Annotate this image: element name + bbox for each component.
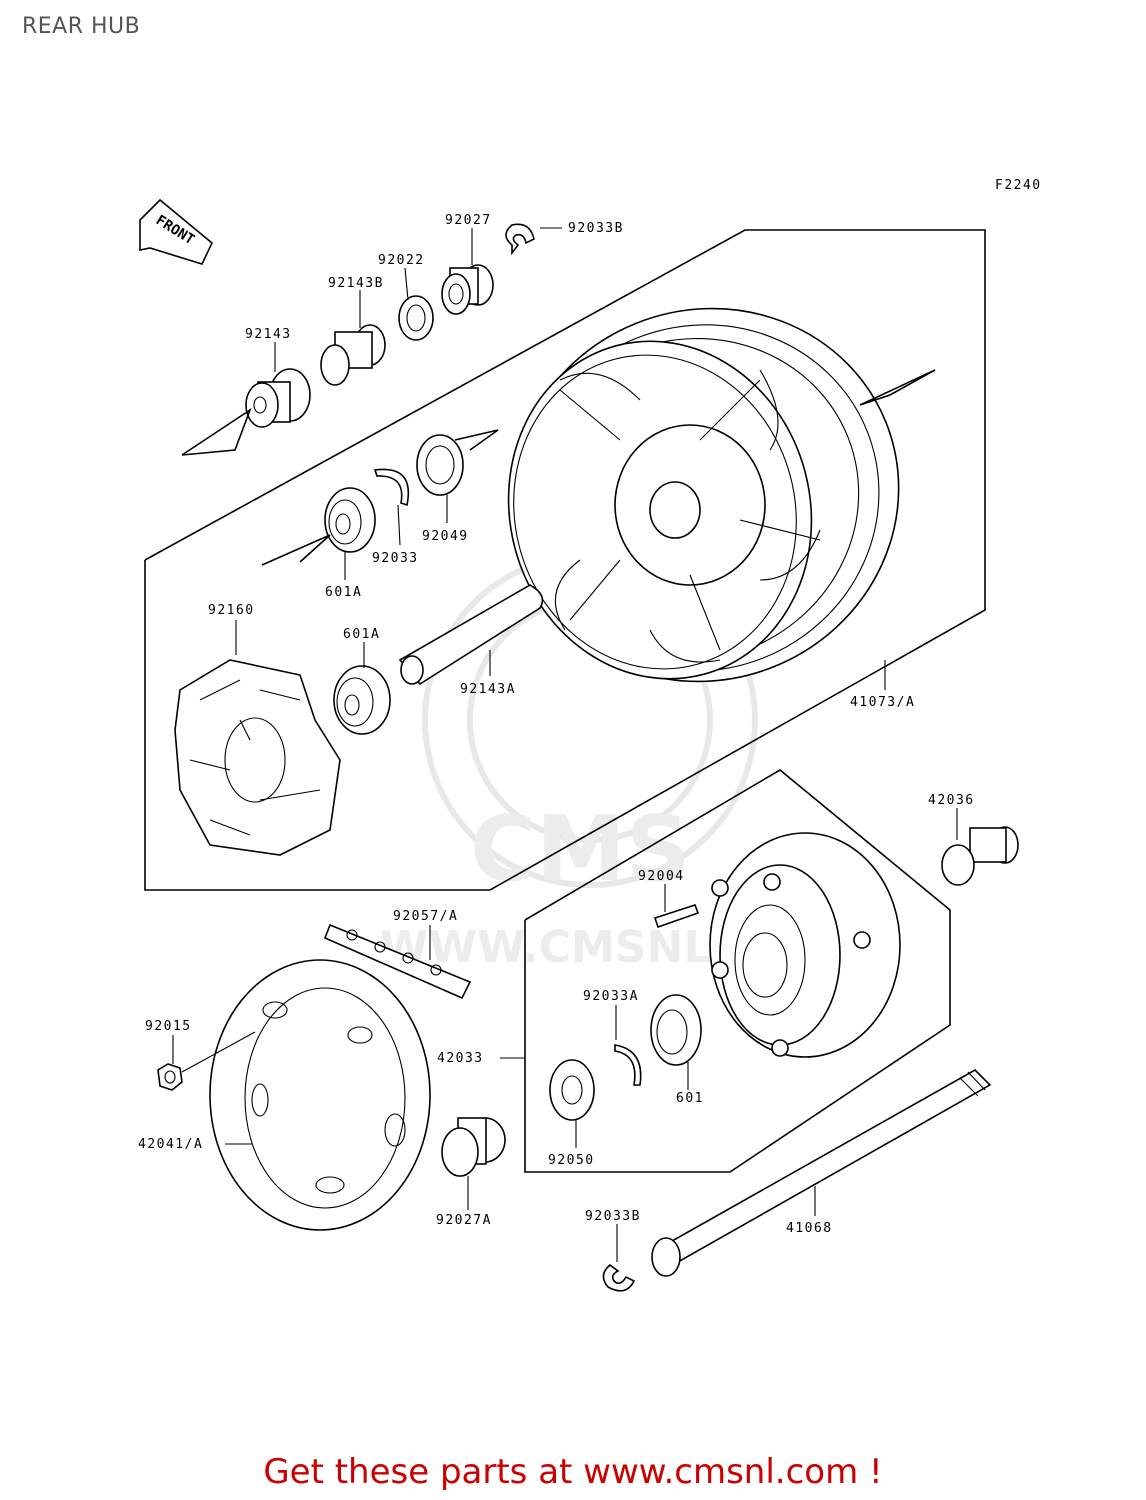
sprocket-42041	[209, 959, 431, 1231]
figure-code: F2240	[995, 178, 1042, 193]
wheel-assembly-bracket	[144, 229, 986, 891]
page-title: REAR HUB	[22, 14, 141, 39]
part-label: 92027	[445, 213, 492, 228]
part-label: 92143A	[460, 682, 516, 697]
part-label: 601A	[343, 627, 380, 642]
spacer-92143A	[398, 584, 544, 686]
part-label: 92143B	[328, 276, 384, 291]
hub-42033	[709, 832, 901, 1058]
rear-wheel	[507, 307, 900, 683]
part-label: 42036	[928, 793, 975, 808]
circlip-92033	[373, 468, 409, 507]
part-label: 92015	[145, 1019, 192, 1034]
part-label: 92033	[372, 551, 419, 566]
collar-92027A	[441, 1117, 506, 1177]
bearing-601	[650, 994, 702, 1066]
part-label: 92022	[378, 253, 425, 268]
nut-92015	[157, 1063, 183, 1091]
circlip-92033B-lower	[602, 1263, 636, 1292]
part-label: 41068	[786, 1221, 833, 1236]
bearing-601A-lower	[333, 665, 391, 735]
part-label: 92057/A	[393, 909, 458, 924]
axle-41068	[651, 1069, 992, 1277]
part-labels: 92027 92033B 92022 92143B 92143 92049 92…	[138, 213, 975, 1236]
collar-92027	[441, 264, 494, 315]
seal-92049	[416, 434, 464, 496]
washer-92022	[398, 295, 434, 341]
part-label: 92049	[422, 529, 469, 544]
part-label: 42033	[437, 1051, 484, 1066]
circlip-92033B	[505, 223, 535, 256]
stud-92004	[653, 904, 700, 929]
part-label: 41073/A	[850, 695, 915, 710]
part-label: 601	[676, 1091, 704, 1106]
part-label: 601A	[325, 585, 362, 600]
circlip-92033A	[614, 1044, 642, 1086]
hub-assembly-bracket	[524, 769, 951, 1173]
front-arrow-icon: FRONT	[139, 198, 213, 265]
watermark-logo: CMS	[470, 797, 690, 902]
exploded-parts-diagram: CMS WWW.CMSNL.COM F2240 FRONT	[138, 178, 1042, 1292]
damper-92160	[174, 659, 341, 856]
promo-link[interactable]: Get these parts at www.cmsnl.com !	[263, 1452, 883, 1492]
collar-42036	[941, 826, 1019, 886]
part-label: 92050	[548, 1153, 595, 1168]
leader-lines	[172, 227, 958, 1262]
part-label: 92160	[208, 603, 255, 618]
promo-banner[interactable]: Get these parts at www.cmsnl.com !	[0, 1452, 1146, 1492]
part-label: 92004	[638, 869, 685, 884]
part-label: 92033B	[568, 221, 624, 236]
chain-92057	[323, 923, 472, 1000]
part-label: 92033B	[585, 1209, 641, 1224]
part-label: 92143	[245, 327, 292, 342]
seal-92050	[549, 1059, 595, 1121]
collar-92143	[245, 368, 311, 428]
collar-92143B	[320, 324, 386, 386]
bearing-601A-upper	[324, 487, 376, 553]
part-label: 92027A	[436, 1213, 492, 1228]
part-label: 92033A	[583, 989, 639, 1004]
part-label: 42041/A	[138, 1137, 203, 1152]
